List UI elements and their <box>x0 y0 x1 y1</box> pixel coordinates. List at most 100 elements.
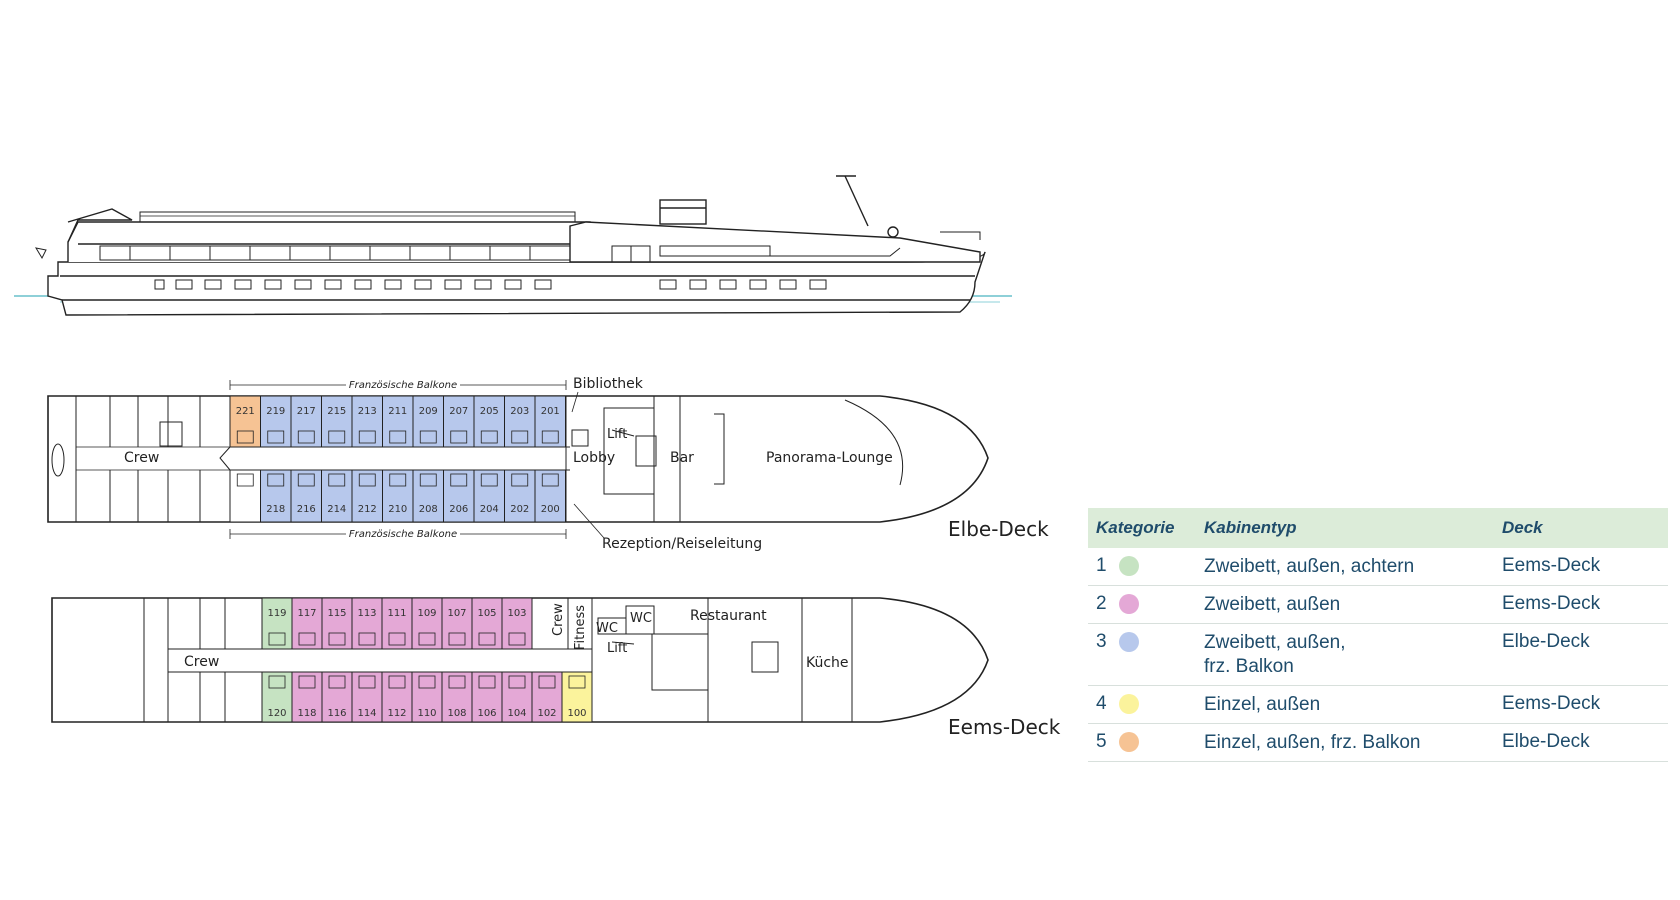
cabin-103 <box>501 597 533 650</box>
legend-cabin-type: Zweibett, außen, frz. Balkon <box>1204 632 1346 677</box>
legend-deck: Eems-Deck <box>1502 593 1601 614</box>
category-color-dot-icon <box>1118 556 1139 576</box>
cabin-number: 215 <box>327 406 346 417</box>
cabin-bathroom-icon <box>511 473 529 487</box>
cabin-number: 205 <box>480 406 499 417</box>
cabin-212 <box>351 469 383 523</box>
cabin-number: 120 <box>267 708 286 719</box>
cabin-number: 117 <box>297 608 316 619</box>
cabin-210 <box>382 469 414 523</box>
cabin-number: 204 <box>480 504 499 515</box>
cabin-bathroom-icon <box>508 632 526 646</box>
cabin-bathroom-icon <box>328 473 346 487</box>
cabin-105 <box>471 597 503 650</box>
cabin-bathroom-icon <box>511 430 529 444</box>
legend-cabin-type: Einzel, außen <box>1204 694 1321 715</box>
cabin-221 <box>229 395 261 448</box>
cabin-200 <box>534 469 566 523</box>
cabin-208 <box>412 469 444 523</box>
cabin-119 <box>261 597 293 650</box>
cabin-number: 112 <box>387 708 406 719</box>
category-color-dot-icon <box>1118 594 1139 614</box>
cabin-number: 110 <box>417 708 436 719</box>
cabin-213 <box>351 395 383 448</box>
legend-deck: Eems-Deck <box>1502 555 1601 576</box>
cabin-number: 102 <box>537 708 556 719</box>
eems-label-restaurant: Restaurant <box>690 608 767 624</box>
category-color-dot-icon <box>1118 694 1139 714</box>
cabin-bathroom-icon <box>236 430 254 444</box>
cabin-bathroom-icon <box>328 675 346 689</box>
cabin-bathroom-icon <box>419 473 437 487</box>
legend-category-number: 3 <box>1096 631 1107 652</box>
legend-header-type: Kabinentyp <box>1204 518 1297 537</box>
cabin-bathroom-icon <box>541 430 559 444</box>
cabin-214 <box>321 469 353 523</box>
cabin-104 <box>501 671 533 723</box>
cabin-number: 208 <box>419 504 438 515</box>
cabin-number: 114 <box>357 708 376 719</box>
cabin-number: 217 <box>297 406 316 417</box>
cabin-209 <box>412 395 444 448</box>
cabin-elbe-bottom-empty-0 <box>229 469 261 523</box>
category-color-dot-icon <box>1118 732 1139 752</box>
cabin-bathroom-icon <box>419 430 437 444</box>
cabin-number: 118 <box>297 708 316 719</box>
cabin-number: 113 <box>357 608 376 619</box>
cabin-218 <box>260 469 292 523</box>
cabin-115 <box>321 597 353 650</box>
cabin-number: 109 <box>417 608 436 619</box>
cabin-number: 218 <box>266 504 285 515</box>
cabin-bathroom-icon <box>328 632 346 646</box>
legend-row: 1 Zweibett, außen, achtern Eems-Deck <box>1088 548 1668 586</box>
legend-header-deck: Deck <box>1502 518 1543 537</box>
cabin-bathroom-icon <box>358 675 376 689</box>
cabin-112 <box>381 671 413 723</box>
legend-deck: Elbe-Deck <box>1502 731 1590 752</box>
cabin-bathroom-icon <box>358 473 376 487</box>
legend-deck: Elbe-Deck <box>1502 631 1590 652</box>
cabin-number: 216 <box>297 504 316 515</box>
cabin-number: 209 <box>419 406 438 417</box>
elbe-label-library: Bibliothek <box>573 376 644 392</box>
elbe-label-lift: Lift <box>607 427 627 442</box>
elbe-label-reception: Rezeption/Reiseleitung <box>602 536 762 552</box>
legend-deck: Eems-Deck <box>1502 693 1601 714</box>
eems-label-lift: Lift <box>607 641 627 656</box>
legend-cabin-type: Zweibett, außen, achtern <box>1204 556 1415 577</box>
cabin-number: 119 <box>267 608 286 619</box>
elbe-label-lounge: Panorama-Lounge <box>766 450 893 466</box>
cabin-102 <box>531 671 563 723</box>
cabin-number: 111 <box>387 608 406 619</box>
cabin-number: 219 <box>266 406 285 417</box>
cabin-number: 206 <box>449 504 468 515</box>
cabin-bathroom-icon <box>568 675 586 689</box>
legend-category-number: 2 <box>1096 593 1107 614</box>
cabin-number: 221 <box>236 406 255 417</box>
eems-label-kitchen: Küche <box>806 655 849 671</box>
cabin-217 <box>290 395 322 448</box>
cabin-bathroom-icon <box>388 632 406 646</box>
legend-category-number: 1 <box>1096 555 1107 576</box>
cabin-bathroom-icon <box>389 430 407 444</box>
cabin-118 <box>291 671 323 723</box>
cabin-number: 106 <box>477 708 496 719</box>
cabin-number: 211 <box>388 406 407 417</box>
cabin-116 <box>321 671 353 723</box>
cabin-205 <box>473 395 505 448</box>
elbe-label-bar: Bar <box>670 450 694 466</box>
upper-window-row <box>99 245 581 261</box>
cabin-bathroom-icon <box>538 675 556 689</box>
legend-header-category: Kategorie <box>1096 518 1175 537</box>
legend-category-cell: 4 <box>1088 693 1204 715</box>
cabin-bathroom-icon <box>448 632 466 646</box>
cabin-number: 105 <box>477 608 496 619</box>
